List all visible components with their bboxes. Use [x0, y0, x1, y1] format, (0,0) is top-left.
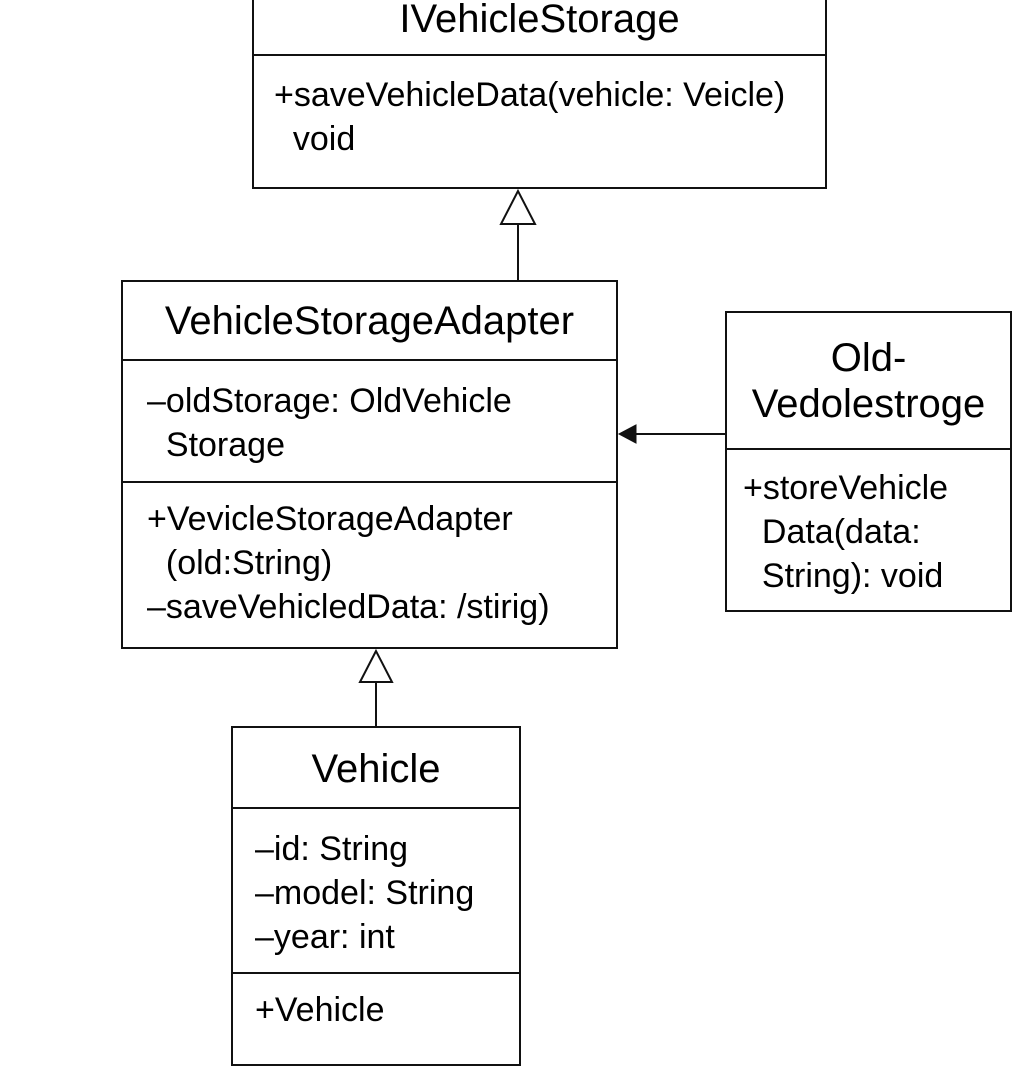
class-name-line: Vedolestroge: [751, 382, 986, 426]
old-to-adapter-arrowhead: [617, 424, 637, 444]
operation-line: String): void: [743, 557, 944, 595]
attribute-line: –oldStorage: OldVehicle: [147, 382, 512, 420]
operation-line: Data(data:: [743, 513, 921, 551]
interface-name: IVehicleStorage: [399, 0, 680, 41]
attribute-line: –id: String: [255, 830, 409, 868]
attribute-line: –model: String: [255, 874, 475, 912]
class-attributes: –oldStorage: OldVehicle Storage: [123, 359, 616, 481]
class-operations: +Vehicle: [233, 972, 519, 1032]
class-name: Old- Vedolestroge: [727, 313, 1010, 448]
class-operations: +VevicleStorageAdapter (old:String) –sav…: [123, 481, 616, 629]
class-box-old-storage[interactable]: Old- Vedolestroge +storeVehicle Data(dat…: [725, 311, 1012, 612]
operation-line: –saveVehicledData: /stirig): [147, 588, 550, 626]
operation-line: +VevicleStorageAdapter: [147, 500, 513, 538]
interface-operations: +saveVehicleData(vehicle: Veicle) void: [254, 54, 825, 161]
class-name-line: Old-: [830, 336, 907, 380]
vehicle-to-adapter-arrowhead: [358, 648, 394, 683]
adapter-to-interface-arrowhead: [499, 188, 537, 225]
class-box-vehiclestorageadapter[interactable]: VehicleStorageAdapter –oldStorage: OldVe…: [121, 280, 618, 649]
operation-line: +Vehicle: [255, 991, 385, 1029]
operation-line: +saveVehicleData(vehicle: Veicle): [274, 76, 786, 114]
class-operations: +storeVehicle Data(data: String): void: [727, 448, 1010, 598]
class-name: Vehicle: [311, 747, 441, 791]
operation-line: (old:String): [147, 544, 333, 582]
class-box-vehicle[interactable]: Vehicle –id: String –model: String –year…: [231, 726, 521, 1066]
attribute-line: Storage: [147, 426, 285, 464]
relationship-layer: [358, 188, 725, 726]
operation-line: void: [274, 120, 356, 158]
interface-box-ivehiclestorage[interactable]: IVehicleStorage +saveVehicleData(vehicle…: [252, 0, 827, 189]
attribute-line: –year: int: [255, 918, 395, 956]
class-attributes: –id: String –model: String –year: int: [233, 807, 519, 972]
class-name: VehicleStorageAdapter: [164, 299, 575, 343]
operation-line: +storeVehicle: [743, 469, 949, 507]
